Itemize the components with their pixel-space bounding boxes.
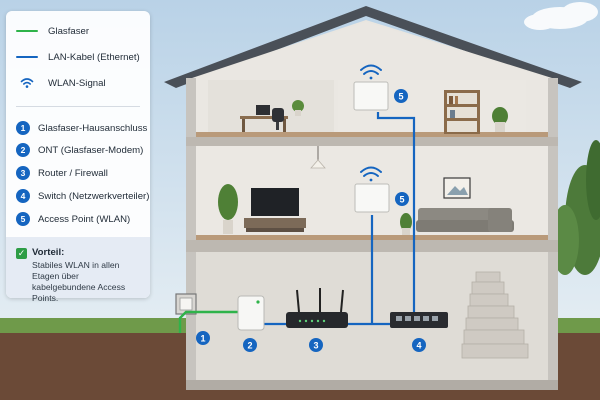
svg-text:2: 2 (247, 340, 252, 350)
network-switch (390, 312, 448, 328)
legend-wifi: WLAN-Signal (16, 75, 106, 91)
stairs (461, 271, 529, 359)
top-room-left (208, 80, 334, 137)
benefit-text: Stabiles WLAN in allen Etagen über kabel… (32, 260, 126, 303)
basement-floor (186, 380, 558, 390)
number-badge: 1 (16, 121, 30, 135)
sofa (416, 208, 514, 232)
legend-wifi-label: WLAN-Signal (48, 77, 106, 89)
legend-fiber-label: Glasfaser (48, 25, 90, 37)
legend-lan: LAN-Kabel (Ethernet) (16, 49, 140, 65)
plant (492, 107, 508, 132)
legend-item: 5 Access Point (WLAN) (16, 211, 130, 227)
legend-item-label: ONT (Glasfaser-Modem) (38, 144, 144, 156)
floor-slab-1 (186, 137, 558, 146)
svg-text:4: 4 (416, 340, 421, 350)
access-point-top (353, 81, 389, 111)
lan-cable (376, 112, 416, 312)
legend-item: 1 Glasfaser-Hausanschluss (16, 120, 147, 136)
legend-divider (16, 106, 140, 107)
legend-fiber: Glasfaser (16, 23, 89, 39)
legend-item-label: Glasfaser-Hausanschluss (38, 122, 148, 134)
router (286, 288, 348, 328)
plant (292, 100, 304, 116)
marker-access-point-top: 5 (394, 89, 408, 103)
legend-item: 3 Router / Firewall (16, 165, 108, 181)
marker-switch: 4 (412, 338, 426, 352)
desk (240, 105, 288, 132)
number-badge: 5 (16, 212, 30, 226)
benefit-title: Vorteil: (32, 247, 65, 258)
marker-ont: 2 (243, 338, 257, 352)
legend-item: 2 ONT (Glasfaser-Modem) (16, 142, 143, 158)
check-icon: ✓ (16, 248, 27, 259)
wall-picture (443, 177, 471, 199)
marker-hausanschluss: 1 (196, 331, 210, 345)
legend-item-label: Router / Firewall (38, 167, 108, 179)
wifi-icon (16, 77, 38, 89)
bookshelf (444, 90, 480, 134)
wifi-icon (360, 166, 382, 182)
fiber-cable (178, 310, 238, 333)
ceiling-lamp (310, 146, 326, 169)
number-badge: 3 (16, 166, 30, 180)
ont-modem (237, 295, 265, 331)
cloud (524, 2, 598, 30)
legend-item: 4 Switch (Netzwerkverteiler) (16, 188, 149, 204)
legend-item-label: Access Point (WLAN) (38, 213, 131, 225)
legend-lan-label: LAN-Kabel (Ethernet) (48, 51, 140, 63)
benefit-box: ✓ Vorteil: Stabiles WLAN in allen Etagen… (6, 237, 150, 303)
plant (218, 184, 238, 234)
wifi-icon (360, 64, 382, 80)
legend-panel: Glasfaser LAN-Kabel (Ethernet) WLAN-Sign… (6, 11, 150, 303)
fiber-line-swatch (16, 30, 38, 32)
svg-text:5: 5 (399, 194, 404, 204)
marker-access-point-middle: 5 (395, 192, 409, 206)
number-badge: 2 (16, 143, 30, 157)
svg-text:5: 5 (398, 91, 403, 101)
legend-item-label: Switch (Netzwerkverteiler) (38, 190, 150, 202)
svg-text:1: 1 (200, 333, 205, 343)
plant (400, 213, 412, 235)
top-floorboard (196, 132, 548, 137)
lan-line-swatch (16, 56, 38, 58)
tv (244, 188, 306, 232)
office-chair (272, 108, 284, 130)
marker-router: 3 (309, 338, 323, 352)
svg-text:3: 3 (313, 340, 318, 350)
hausanschluss-box (175, 293, 197, 315)
attic-slope (196, 22, 548, 78)
number-badge: 4 (16, 189, 30, 203)
access-point-middle (354, 183, 390, 213)
